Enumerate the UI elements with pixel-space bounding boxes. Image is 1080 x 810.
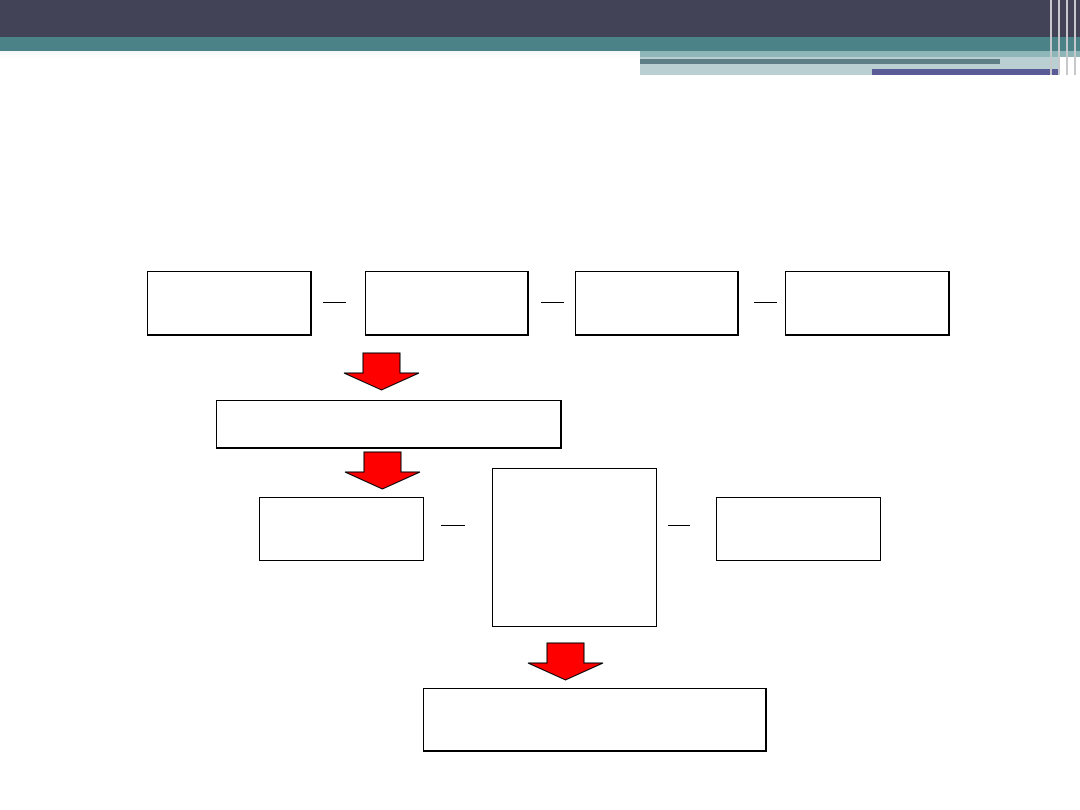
flow-box-row1-1 (147, 271, 312, 336)
connector-line (541, 302, 564, 303)
connector-line (441, 525, 465, 526)
header-deco-line (1050, 0, 1052, 75)
header-stripe-purple (872, 69, 1060, 75)
flow-box-row3-center (492, 468, 657, 627)
header-bar (0, 0, 1080, 37)
header-deco-line (1066, 0, 1068, 75)
flow-box-row3-left (259, 497, 424, 561)
flow-box-row3-right (716, 497, 881, 561)
flow-box-row1-4 (785, 271, 950, 336)
header-deco-line (1058, 0, 1060, 75)
header-deco-line (1074, 0, 1076, 75)
header-accent-band-right (640, 51, 1080, 57)
down-arrow (527, 642, 604, 681)
flow-box-row1-2 (365, 271, 529, 336)
header-accent-band (0, 37, 1080, 51)
flow-box-summary (216, 400, 562, 449)
connector-line (323, 302, 346, 303)
flow-box-final (423, 688, 767, 752)
header-stripe-teal (640, 59, 1000, 64)
flow-box-row1-3 (575, 271, 739, 336)
header-highlight (0, 51, 640, 59)
down-arrow (343, 352, 420, 391)
connector-line (754, 302, 777, 303)
down-arrow (344, 451, 421, 490)
connector-line (668, 525, 690, 526)
slide-title (60, 120, 1020, 180)
